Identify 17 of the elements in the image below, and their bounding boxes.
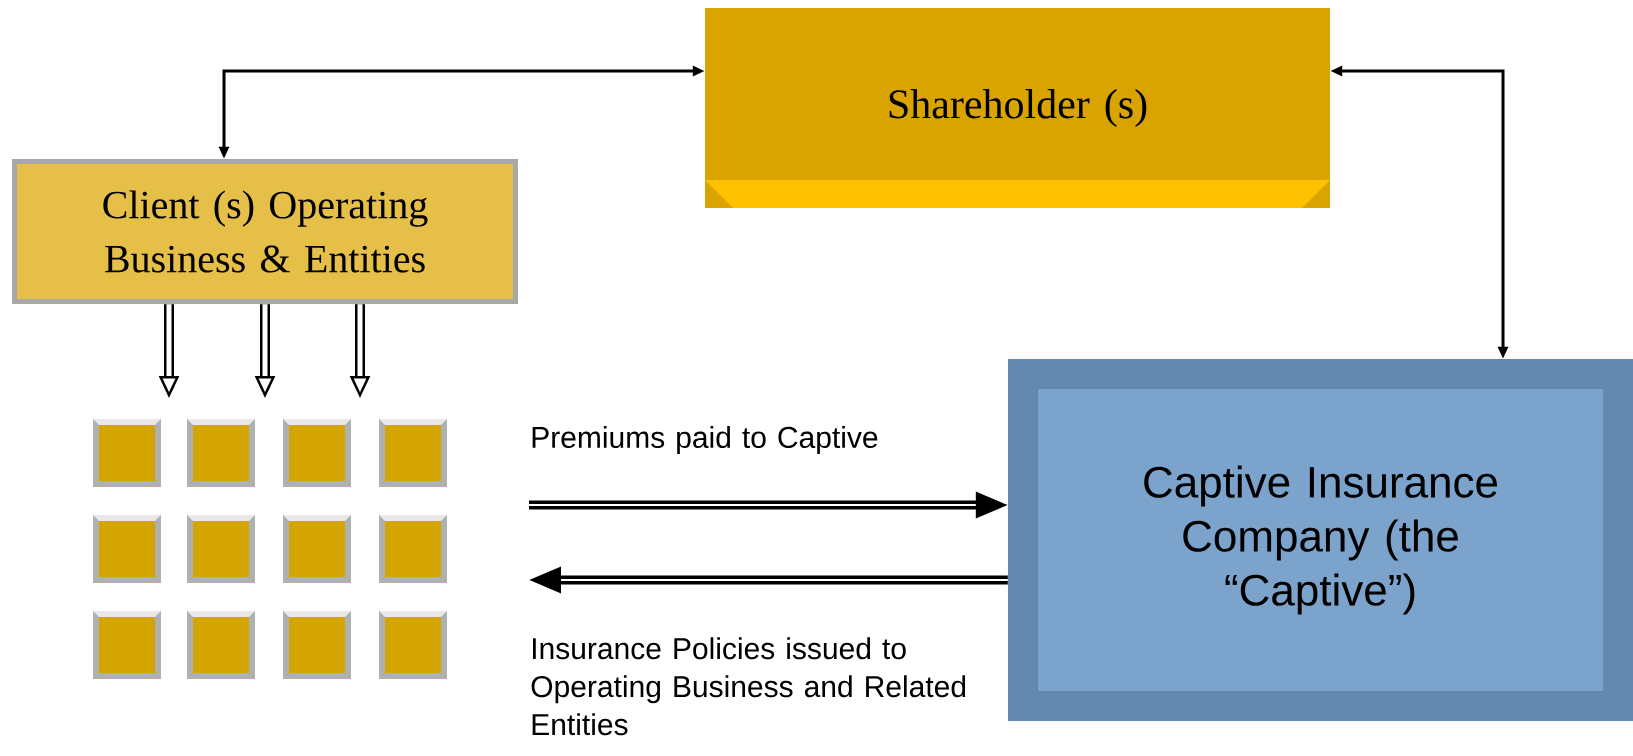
shareholder-box: Shareholder (s)	[705, 8, 1330, 208]
square-tile	[93, 419, 161, 487]
square-tile	[187, 515, 255, 583]
square-tile	[379, 515, 447, 583]
square-tile	[379, 419, 447, 487]
square-tile	[93, 611, 161, 679]
square-tile	[93, 515, 161, 583]
square-tile	[283, 515, 351, 583]
captive-box: Captive Insurance Company (the “Captive”)	[1008, 359, 1633, 721]
square-tile	[187, 611, 255, 679]
edge-label: Insurance Policies issued to Operating Business and Related Entities	[531, 637, 966, 736]
square-tile	[283, 419, 351, 487]
client-box: Client (s) Operating Business & Entities	[12, 159, 518, 304]
edge-label: Premiums paid to Captive	[532, 426, 878, 454]
square-tile	[187, 419, 255, 487]
square-tile	[379, 611, 447, 679]
square-tile	[283, 611, 351, 679]
